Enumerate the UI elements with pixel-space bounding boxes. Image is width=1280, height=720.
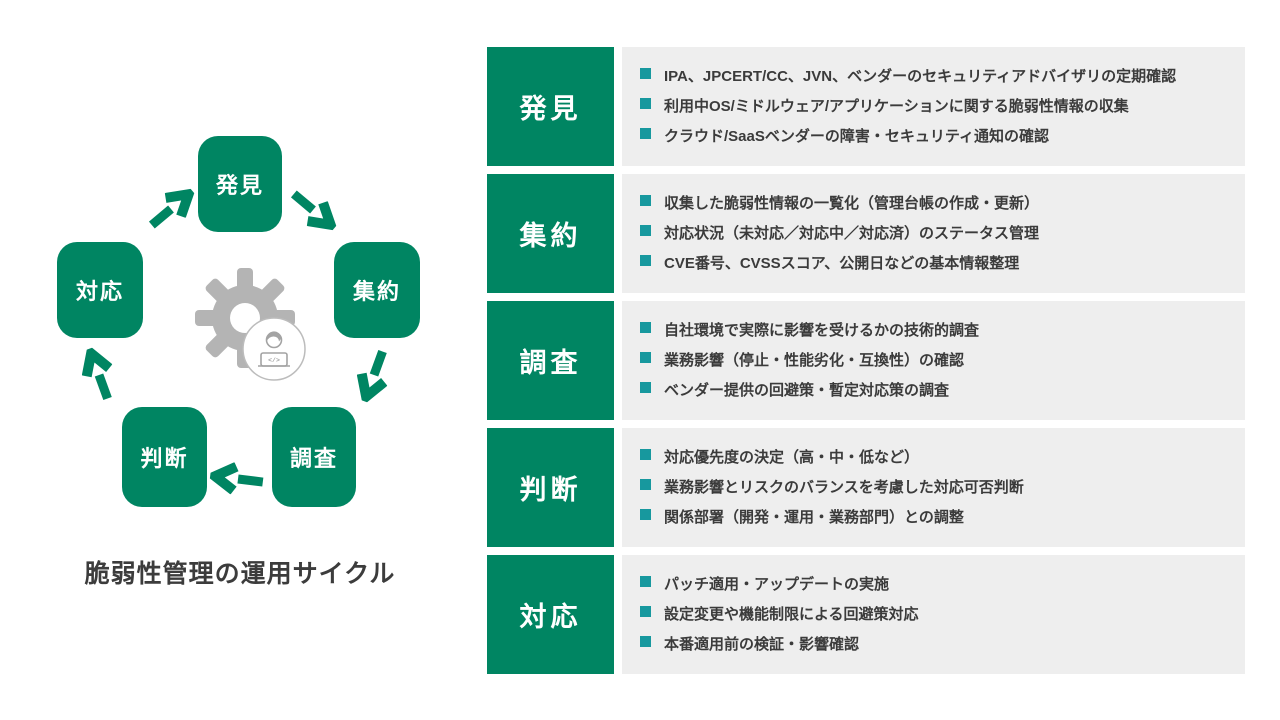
- detail-item-text: 対応優先度の決定（高・中・低など）: [664, 448, 920, 466]
- detail-item: 本番適用前の検証・影響確認: [640, 630, 1239, 660]
- detail-item-text: IPA、JPCERT/CC、JVN、ベンダーのセキュリティアドバイザリの定期確認: [664, 67, 1177, 85]
- detail-item: 収集した脆弱性情報の一覧化（管理台帳の作成・更新）: [640, 189, 1239, 219]
- process-row: 発見 IPA、JPCERT/CC、JVN、ベンダーのセキュリティアドバイザリの定…: [487, 47, 1245, 166]
- square-bullet-icon: [640, 97, 651, 109]
- detail-item-text: ベンダー提供の回避策・暫定対応策の調査: [664, 381, 950, 399]
- detail-list: IPA、JPCERT/CC、JVN、ベンダーのセキュリティアドバイザリの定期確認…: [640, 62, 1239, 152]
- diagram-title: 脆弱性管理の運用サイクル: [84, 560, 396, 588]
- process-detail-box: パッチ適用・アップデートの実施設定変更や機能制限による回避策対応本番適用前の検証…: [622, 555, 1245, 674]
- detail-item-text: パッチ適用・アップデートの実施: [664, 575, 890, 593]
- detail-item-text: CVE番号、CVSSスコア、公開日などの基本情報整理: [664, 254, 1020, 272]
- cycle-node: 集約: [334, 242, 420, 338]
- detail-item: クラウド/SaaSベンダーの障害・セキュリティ通知の確認: [640, 122, 1239, 152]
- process-detail-box: 収集した脆弱性情報の一覧化（管理台帳の作成・更新） 対応状況（未対応／対応中／対応…: [622, 174, 1245, 293]
- detail-item: パッチ適用・アップデートの実施: [640, 570, 1239, 600]
- arrow-icon: [208, 460, 267, 499]
- detail-item-text: 対応状況（未対応／対応中／対応済）のステータス管理: [664, 224, 1040, 242]
- detail-item: 業務影響とリスクのバランスを考慮した対応可否判断: [640, 473, 1239, 503]
- process-row: 判断 対応優先度の決定（高・中・低など） 業務影響とリスクのバランスを考慮した対応…: [487, 428, 1245, 547]
- cycle-node: 対応: [57, 242, 143, 338]
- square-bullet-icon: [640, 254, 651, 266]
- detail-item-text: 収集した脆弱性情報の一覧化（管理台帳の作成・更新）: [664, 194, 1040, 212]
- process-step-label: 調査: [487, 301, 614, 420]
- process-step-label: 発見: [487, 47, 614, 166]
- square-bullet-icon: [640, 381, 651, 393]
- gear-icon: </>: [195, 268, 306, 381]
- laptop-code-glyph: </>: [268, 357, 280, 364]
- process-detail-box: 対応優先度の決定（高・中・低など） 業務影響とリスクのバランスを考慮した対応可否判…: [622, 428, 1245, 547]
- detail-item: 関係部署（開発・運用・業務部門）との調整: [640, 503, 1239, 533]
- square-bullet-icon: [640, 224, 651, 236]
- process-detail-box: 自社環境で実際に影響を受けるかの技術的調査業務影響（停止・性能劣化・互換性）の確…: [622, 301, 1245, 420]
- square-bullet-icon: [640, 448, 651, 460]
- square-bullet-icon: [640, 194, 651, 206]
- process-detail-box: IPA、JPCERT/CC、JVN、ベンダーのセキュリティアドバイザリの定期確認…: [622, 47, 1245, 166]
- detail-item-text: 自社環境で実際に影響を受けるかの技術的調査: [664, 321, 980, 339]
- square-bullet-icon: [640, 67, 651, 79]
- detail-item-text: 業務影響とリスクのバランスを考慮した対応可否判断: [664, 478, 1024, 496]
- process-step-label: 対応: [487, 555, 614, 674]
- process-panel: 発見 IPA、JPCERT/CC、JVN、ベンダーのセキュリティアドバイザリの定…: [487, 47, 1245, 674]
- square-bullet-icon: [640, 351, 651, 363]
- cycle-node: 発見: [198, 136, 282, 232]
- arrow-icon: [74, 343, 123, 407]
- detail-item-text: 関係部署（開発・運用・業務部門）との調整: [664, 508, 964, 526]
- detail-list: 自社環境で実際に影響を受けるかの技術的調査業務影響（停止・性能劣化・互換性）の確…: [640, 316, 1239, 406]
- square-bullet-icon: [640, 508, 651, 520]
- developer-avatar-icon: </>: [242, 317, 306, 381]
- detail-item: IPA、JPCERT/CC、JVN、ベンダーのセキュリティアドバイザリの定期確認: [640, 62, 1239, 92]
- process-row: 集約 収集した脆弱性情報の一覧化（管理台帳の作成・更新） 対応状況（未対応／対応中…: [487, 174, 1245, 293]
- detail-item: 自社環境で実際に影響を受けるかの技術的調査: [640, 316, 1239, 346]
- detail-item-text: 業務影響（停止・性能劣化・互換性）の確認: [664, 351, 965, 369]
- detail-item: 対応優先度の決定（高・中・低など）: [640, 443, 1239, 473]
- detail-item: ベンダー提供の回避策・暫定対応策の調査: [640, 376, 1239, 406]
- arrow-icon: [281, 180, 344, 241]
- square-bullet-icon: [640, 635, 651, 647]
- detail-item-text: 利用中OS/ミドルウェア/アプリケーションに関する脆弱性情報の収集: [664, 97, 1129, 115]
- arrow-icon: [349, 343, 398, 407]
- square-bullet-icon: [640, 605, 651, 617]
- process-step-label: 集約: [487, 174, 614, 293]
- square-bullet-icon: [640, 478, 651, 490]
- cycle-diagram: 発見集約調査判断 対応: [0, 0, 480, 720]
- process-row: 調査 自社環境で実際に影響を受けるかの技術的調査業務影響（停止・性能劣化・互換性…: [487, 301, 1245, 420]
- detail-item: 業務影響（停止・性能劣化・互換性）の確認: [640, 346, 1239, 376]
- square-bullet-icon: [640, 321, 651, 333]
- square-bullet-icon: [640, 127, 651, 139]
- square-bullet-icon: [640, 575, 651, 587]
- detail-item: 対応状況（未対応／対応中／対応済）のステータス管理: [640, 219, 1239, 249]
- detail-list: 収集した脆弱性情報の一覧化（管理台帳の作成・更新） 対応状況（未対応／対応中／対応…: [640, 189, 1239, 279]
- process-step-label: 判断: [487, 428, 614, 547]
- cycle-node: 調査: [272, 407, 356, 507]
- detail-item-text: 本番適用前の検証・影響確認: [664, 635, 860, 653]
- process-row: 対応 パッチ適用・アップデートの実施設定変更や機能制限による回避策対応本番適用前…: [487, 555, 1245, 674]
- detail-item-text: クラウド/SaaSベンダーの障害・セキュリティ通知の確認: [664, 127, 1049, 145]
- cycle-node: 判断: [122, 407, 207, 507]
- detail-item-text: 設定変更や機能制限による回避策対応: [664, 605, 919, 623]
- detail-list: 対応優先度の決定（高・中・低など） 業務影響とリスクのバランスを考慮した対応可否判…: [640, 443, 1239, 533]
- detail-item: 利用中OS/ミドルウェア/アプリケーションに関する脆弱性情報の収集: [640, 92, 1239, 122]
- detail-item: CVE番号、CVSSスコア、公開日などの基本情報整理: [640, 249, 1239, 279]
- arrow-icon: [139, 179, 202, 240]
- detail-list: パッチ適用・アップデートの実施設定変更や機能制限による回避策対応本番適用前の検証…: [640, 570, 1239, 660]
- detail-item: 設定変更や機能制限による回避策対応: [640, 600, 1239, 630]
